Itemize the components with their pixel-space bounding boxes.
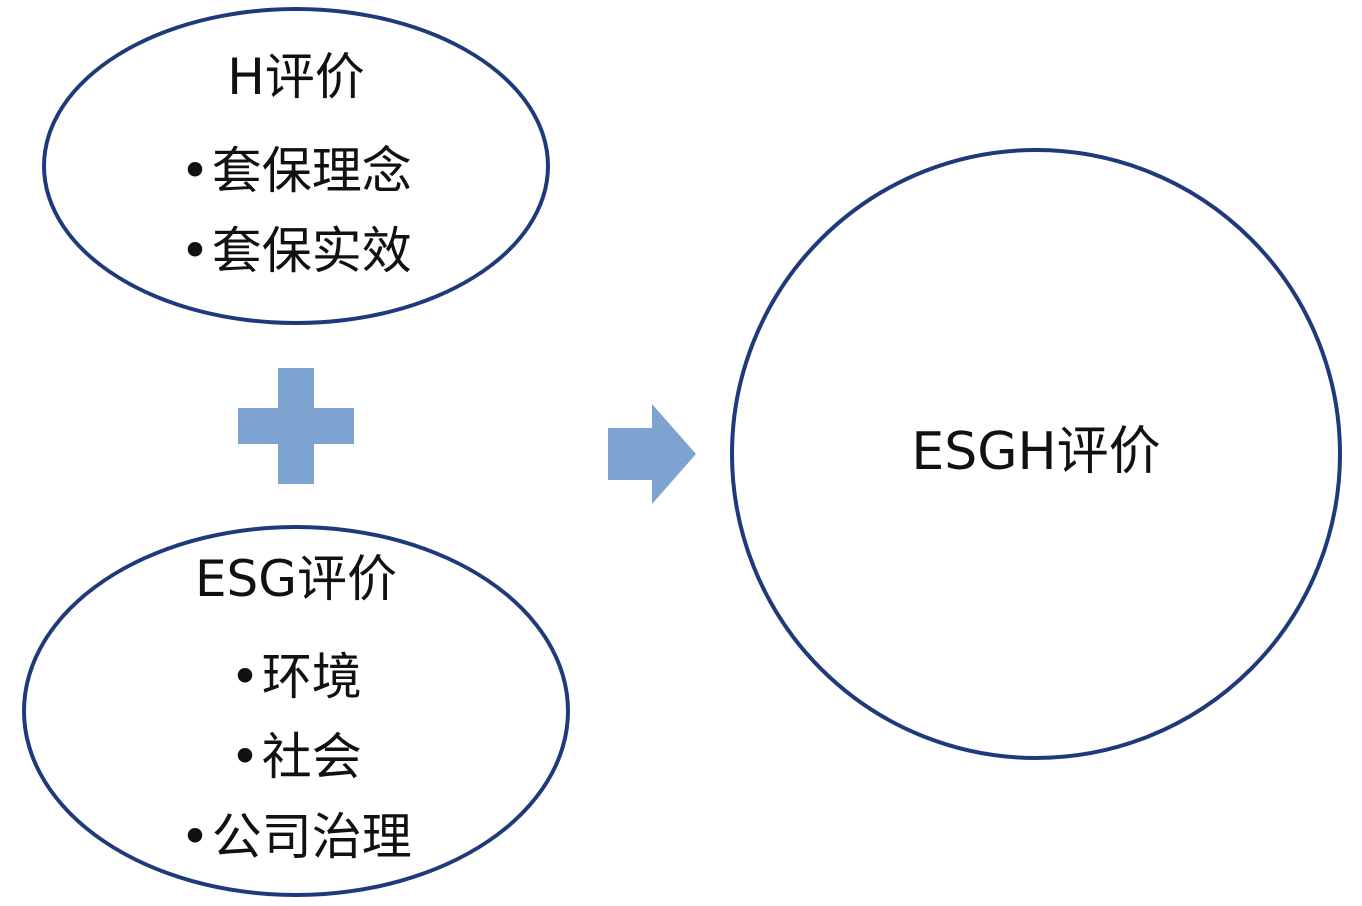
esg-evaluation-ellipse — [22, 525, 570, 897]
esg-evaluation-item: •环境 — [22, 652, 570, 702]
bullet: • — [230, 728, 260, 786]
bullet: • — [180, 142, 210, 200]
bullet: • — [180, 222, 210, 280]
h-evaluation-item-label: 套保理念 — [211, 142, 412, 200]
bullet: • — [230, 648, 260, 706]
esgh-evaluation-title: ESGH评价 — [911, 422, 1161, 482]
h-evaluation-ellipse — [42, 7, 550, 325]
esg-evaluation-title: ESG评价 — [194, 550, 398, 608]
h-evaluation-item: •套保理念 — [42, 146, 550, 196]
esgh-evaluation-circle — [730, 148, 1342, 760]
esg-evaluation-item-label: 公司治理 — [211, 808, 412, 866]
esg-evaluation-item: •公司治理 — [22, 812, 570, 862]
plus-icon — [238, 368, 354, 484]
arrow-right-icon — [608, 404, 696, 504]
esg-evaluation-item: •社会 — [22, 732, 570, 782]
h-evaluation-item-label: 套保实效 — [211, 222, 412, 280]
esg-evaluation-item-label: 社会 — [261, 728, 362, 786]
h-evaluation-item: •套保实效 — [42, 226, 550, 276]
esg-evaluation-item-label: 环境 — [261, 648, 362, 706]
h-evaluation-title: H评价 — [227, 48, 365, 106]
bullet: • — [180, 808, 210, 866]
